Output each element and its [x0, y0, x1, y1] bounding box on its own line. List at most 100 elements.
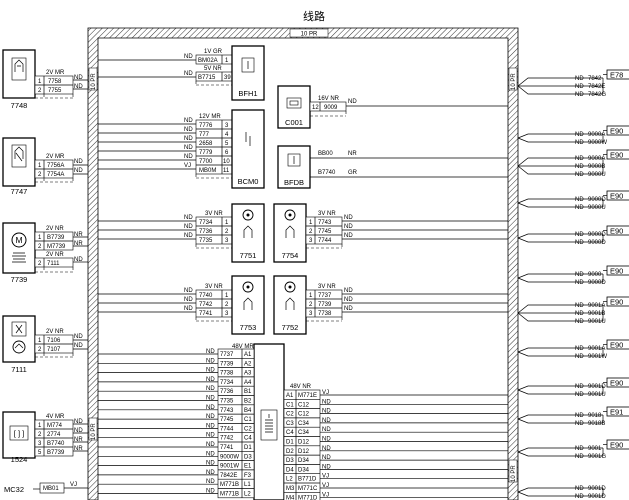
wire-7106: 7106 — [47, 338, 61, 344]
harness-frame: 10 PR 10 PR 10 PR 10 PR 10 PR — [87, 27, 519, 500]
sig-label: ND — [206, 377, 215, 383]
wire-label: D34 — [298, 467, 310, 473]
pin-label: 11 — [223, 168, 230, 174]
component-mc32[interactable]: MC32 MB01 VJ — [4, 482, 88, 494]
group-id: E90 — [610, 341, 623, 350]
component-7748[interactable]: 7748 2V MR 1 7758 2 7755 ND ND — [2, 49, 88, 110]
sig-label: ND — [322, 446, 331, 452]
component-7747[interactable]: 7747 2V MR 1 7756A 2 7754A ND ND — [2, 137, 88, 196]
group-id: E90 — [610, 298, 623, 307]
pin-label: B1 — [244, 389, 252, 395]
pin-label: 2 — [38, 347, 42, 353]
wire-7755: 7755 — [48, 88, 62, 94]
sig-label: ND — [344, 297, 353, 303]
sig-label: ND — [322, 409, 331, 415]
wire-label: 7744 — [220, 426, 234, 432]
pin-label: C3 — [286, 421, 294, 427]
pin-label: 2 — [309, 229, 313, 235]
sig-label: ND — [184, 71, 193, 77]
sig-label: ND — [206, 405, 215, 411]
sig-label: ND — [184, 118, 193, 124]
wire-label: 9001W — [588, 354, 607, 360]
sig-label: ND — [322, 399, 331, 405]
sig-label: GR — [348, 170, 358, 176]
component-7739-id: 7739 — [11, 275, 28, 284]
wire-label: 9000 — [588, 272, 602, 278]
component-7751-id: 7751 — [240, 251, 257, 260]
component-1524-id: 1524 — [11, 455, 28, 464]
wire-label: 9000D — [588, 197, 606, 203]
sig-label: ND — [206, 386, 215, 392]
component-1524[interactable]: [ ] ] 1524 4V MR 1 M774 2 2774 3 B7740 5… — [2, 411, 88, 464]
pin-label: C1 — [244, 417, 252, 423]
pin-label: L2 — [244, 492, 251, 498]
pin-label: 3 — [225, 238, 229, 244]
pin-label: 2 — [225, 302, 229, 308]
sig-label: ND — [206, 368, 215, 374]
sig-label: ND — [575, 280, 584, 286]
wire-line — [517, 202, 603, 208]
sig-label: ND — [184, 127, 193, 133]
wire-label: 9000B — [588, 164, 605, 170]
sig-label: ND — [575, 384, 584, 390]
sig-label: VJ — [70, 482, 77, 488]
wire-label: 9001B — [588, 311, 605, 317]
wire-7742: 7742 — [199, 302, 213, 308]
wire-line — [517, 385, 603, 391]
pin-label: 2 — [38, 172, 42, 178]
sig-label: ND — [344, 233, 353, 239]
wire-7107: 7107 — [47, 347, 61, 353]
group-id: E90 — [610, 127, 623, 136]
sig-label: ND — [74, 343, 83, 349]
sig-label: ND — [184, 224, 193, 230]
wire-label: 9000U — [588, 205, 606, 211]
sig-label: VJ — [322, 492, 329, 498]
wire-7111: 7111 — [47, 261, 60, 267]
conn-label: 3V NR — [318, 284, 336, 290]
sig-label: VJ — [322, 390, 329, 396]
sig-label: ND — [322, 464, 331, 470]
big-conn-label: 48V MR — [232, 344, 254, 350]
wire-9009: 9009 — [324, 105, 338, 111]
wire-label: 9001D — [588, 494, 606, 500]
sig-label: ND — [184, 54, 193, 60]
pin-label: 2 — [309, 302, 313, 308]
wire-label: 9000D — [588, 280, 606, 286]
sig-label: ND — [575, 240, 584, 246]
wire-line — [517, 312, 603, 322]
pin-label: 5 — [38, 450, 42, 456]
harness-left-label: 10 PR — [91, 73, 97, 90]
sig-label: NR — [74, 437, 83, 443]
sig-label: ND — [344, 306, 353, 312]
pin-label: M3 — [286, 486, 295, 492]
component-7739[interactable]: M 7739 2V NR 1 B7739 2 M7739 NR NR 2V NR… — [2, 222, 88, 284]
diagram-title: 线路 — [303, 9, 325, 23]
component-bfh1[interactable]: 1V GR 5V NR BM02A 1 B7715 39 ND ND BFH1 — [98, 45, 265, 101]
wire-line — [517, 414, 603, 420]
wire-label: 9001 — [588, 446, 602, 452]
wire-line — [517, 133, 603, 139]
sig-label: ND — [344, 288, 353, 294]
sig-label: ND — [575, 76, 584, 82]
wire-line — [517, 491, 603, 497]
pin-label: 1 — [38, 163, 42, 169]
wire-label: M771C — [298, 486, 318, 492]
sig-label: ND — [206, 423, 215, 429]
pin-label: A4 — [244, 380, 252, 386]
wire-label: M771D — [298, 495, 318, 500]
component-c001[interactable]: C001 16V NR 12 9009 ND — [277, 85, 508, 129]
component-bfdb[interactable]: BFDB BB00 NR B7740 GR — [277, 145, 508, 189]
pin-label: L2 — [286, 477, 293, 483]
wire-mb0m: MB0M — [199, 168, 216, 174]
harness-left-label-2: 10 PR — [91, 423, 97, 440]
pin-label: C2 — [286, 412, 294, 418]
component-7111[interactable]: 7111 2V NR 1 7106 2 7107 ND ND — [2, 315, 88, 374]
wire-line — [517, 85, 603, 95]
wire-label: D12 — [298, 449, 310, 455]
